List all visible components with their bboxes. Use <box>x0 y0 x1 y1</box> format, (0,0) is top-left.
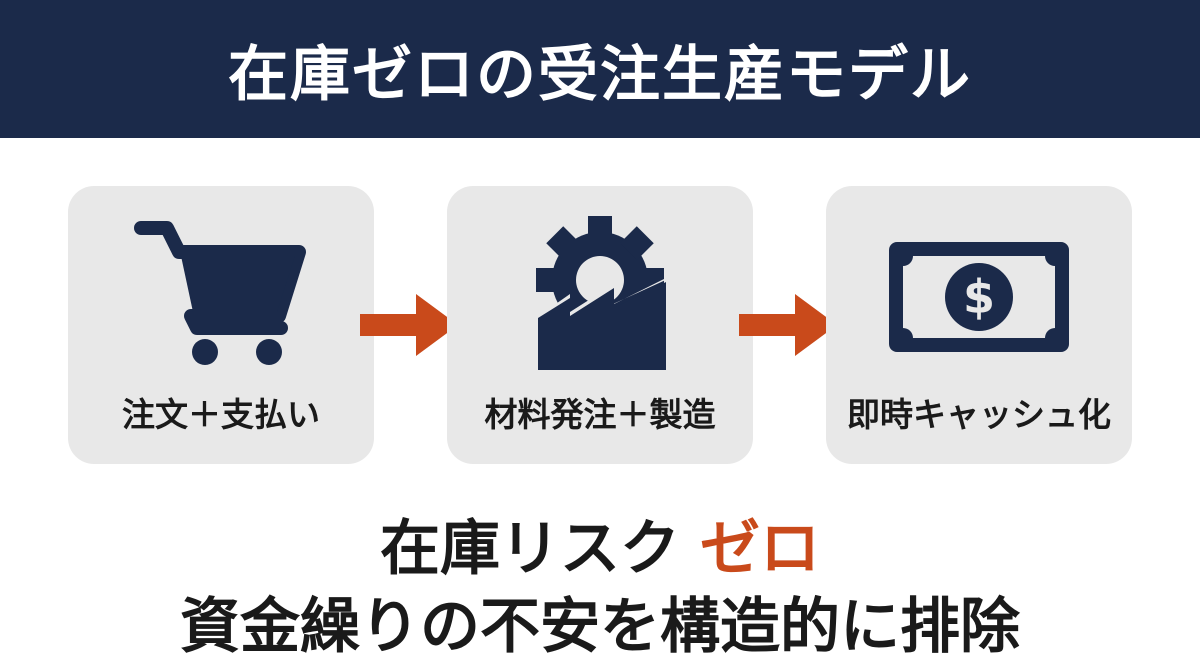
tagline: 在庫リスクゼロ <box>0 500 1200 587</box>
shopping-cart-icon <box>134 221 306 365</box>
step-label: 注文＋支払い <box>122 395 320 434</box>
page-title: 在庫ゼロの受注生産モデル <box>228 39 972 110</box>
subline: 資金繰りの不安を構造的に排除 <box>180 592 1020 662</box>
svg-text:$: $ <box>963 270 995 324</box>
step-label: 材料発注＋製造 <box>484 395 716 434</box>
tagline-accent: ゼロ <box>700 514 820 584</box>
header-banner: 在庫ゼロの受注生産モデル <box>0 0 1200 138</box>
arrow-right-icon <box>360 294 458 356</box>
step-card-cash: $ 即時キャッシュ化 <box>826 186 1132 464</box>
tagline-prefix: 在庫リスク <box>380 514 680 584</box>
arrow-right-icon <box>739 294 837 356</box>
step-card-production: 材料発注＋製造 <box>447 186 753 464</box>
dollar-bill-icon: $ <box>889 242 1069 352</box>
gear-factory-icon <box>530 216 670 370</box>
step-label: 即時キャッシュ化 <box>847 395 1111 434</box>
step-card-order: 注文＋支払い <box>68 186 374 464</box>
